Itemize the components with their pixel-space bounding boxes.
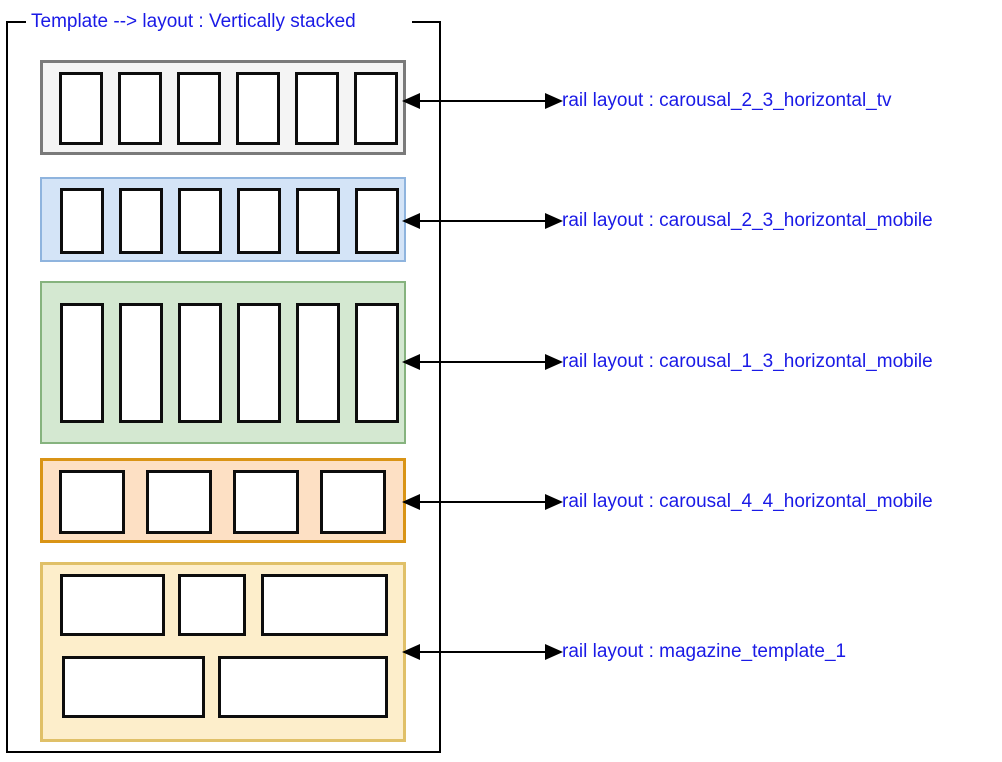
rail-tile[interactable] <box>118 72 162 145</box>
rail-tile[interactable] <box>296 188 340 254</box>
rail-tile[interactable] <box>320 470 386 534</box>
rail-tile[interactable] <box>236 72 280 145</box>
rail-tile[interactable] <box>146 470 212 534</box>
template-title-legend: Template --> layout : Vertically stacked <box>31 11 356 32</box>
rail-tile[interactable] <box>60 574 165 636</box>
rail-tile[interactable] <box>60 303 104 423</box>
rail-tile[interactable] <box>233 470 299 534</box>
rail-tile[interactable] <box>295 72 339 145</box>
rail-tile[interactable] <box>261 574 388 636</box>
rail-tile[interactable] <box>218 656 388 718</box>
rail-tile[interactable] <box>355 188 399 254</box>
callout-arrow-rail-1 <box>402 93 563 109</box>
rail-tile[interactable] <box>60 188 104 254</box>
rail-tile[interactable] <box>178 303 222 423</box>
rail-label-carousal-2-3-horizontal-tv: rail layout : carousal_2_3_horizontal_tv <box>562 90 892 111</box>
rail-label-carousal-1-3-horizontal-mobile: rail layout : carousal_1_3_horizontal_mo… <box>562 351 933 372</box>
template-frame-legend-gap <box>26 13 412 31</box>
rail-tile[interactable] <box>296 303 340 423</box>
rail-tile[interactable] <box>119 188 163 254</box>
rail-tile[interactable] <box>177 72 221 145</box>
rail-label-magazine-template-1: rail layout : magazine_template_1 <box>562 641 847 662</box>
rail-tile[interactable] <box>59 72 103 145</box>
rail-tile[interactable] <box>355 303 399 423</box>
rail-tile[interactable] <box>354 72 398 145</box>
callout-arrow-rail-5 <box>402 644 563 660</box>
rail-carousal-1-3-horizontal-mobile[interactable] <box>40 281 406 444</box>
callout-arrow-rail-2 <box>402 213 563 229</box>
rail-tile[interactable] <box>178 188 222 254</box>
rail-carousal-4-4-horizontal-mobile[interactable] <box>40 458 406 543</box>
rail-label-carousal-2-3-horizontal-mobile: rail layout : carousal_2_3_horizontal_mo… <box>562 210 933 231</box>
rail-tile[interactable] <box>59 470 125 534</box>
rail-label-carousal-4-4-horizontal-mobile: rail layout : carousal_4_4_horizontal_mo… <box>562 491 933 512</box>
rail-tile[interactable] <box>119 303 163 423</box>
rail-tile[interactable] <box>237 303 281 423</box>
rail-tile[interactable] <box>62 656 205 718</box>
rail-carousal-2-3-horizontal-mobile[interactable] <box>40 177 406 262</box>
callout-arrow-rail-3 <box>402 354 563 370</box>
rail-magazine-template-1[interactable] <box>40 562 406 742</box>
rail-carousal-2-3-horizontal-tv[interactable] <box>40 60 406 155</box>
rail-tile[interactable] <box>237 188 281 254</box>
rail-tile[interactable] <box>178 574 246 636</box>
callout-arrow-rail-4 <box>402 494 563 510</box>
